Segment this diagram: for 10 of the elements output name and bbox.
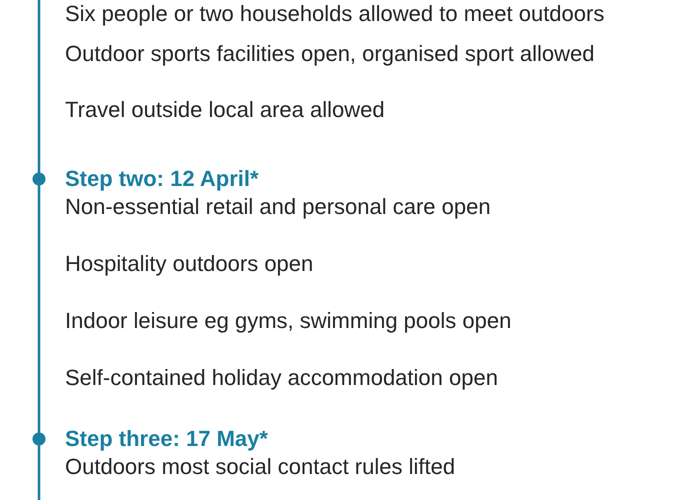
timeline-item-text: Indoor leisure eg gyms, swimming pools open <box>65 308 512 334</box>
timeline-item-text: Outdoor sports facilities open, organised sport allowed <box>65 41 595 67</box>
timeline-item-text: Self-contained holiday accommodation open <box>65 365 498 391</box>
timeline-item-text: Non-essential retail and personal care open <box>65 194 491 220</box>
step-heading: Step three: 17 May* <box>65 426 268 452</box>
timeline-item-text: Six people or two households allowed to meet outdoors <box>65 1 604 27</box>
timeline-item-text: Outdoors most social contact rules lifted <box>65 454 456 480</box>
step-heading: Step two: 12 April* <box>65 166 259 192</box>
timeline-item-text: Travel outside local area allowed <box>65 97 385 123</box>
timeline-item-text: Hospitality outdoors open <box>65 251 314 277</box>
